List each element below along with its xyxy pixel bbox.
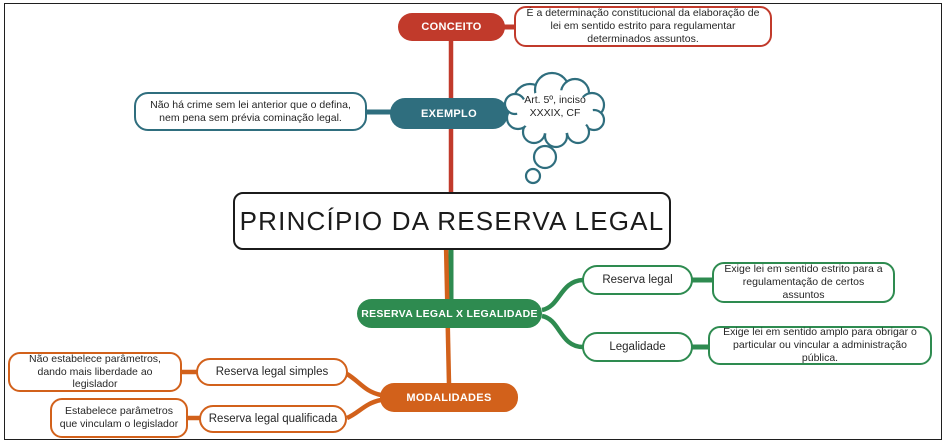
reserva-legal-simples-pill: Reserva legal simples — [196, 358, 348, 386]
reserva-legal-qualificada-text: Reserva legal qualificada — [208, 412, 338, 425]
reserva-legal-description-text: Exige lei em sentido estrito para a regu… — [724, 263, 883, 301]
conceito-description-text: É a determinação constitucional da elabo… — [526, 7, 760, 45]
legalidade-branch-curve — [541, 313, 584, 350]
reserva-legal-qualificada-description-text: Estabelece parâmetros que vinculam o leg… — [59, 405, 179, 430]
reserva-legal-term-pill: Reserva legal — [582, 265, 693, 295]
page-frame — [4, 3, 942, 440]
legalidade-description-text: Exige lei em sentido amplo para obrigar … — [723, 326, 917, 364]
thought-cloud-text: Art. 5º, inciso XXXIX, CF — [524, 94, 586, 120]
exemplo-note-text: Não há crime sem lei anterior que o defi… — [150, 98, 351, 124]
legalidade-term-text: Legalidade — [609, 340, 666, 353]
branch-node-conceito-label: CONCEITO — [421, 21, 482, 33]
branch-node-modalidades: MODALIDADES — [380, 383, 518, 412]
reserva-legal-term-text: Reserva legal — [602, 273, 673, 286]
thought-bubble-medium — [532, 144, 558, 170]
reserva-legal-qualificada-pill: Reserva legal qualificada — [199, 405, 347, 433]
reserva-legal-branch-curve — [541, 277, 584, 313]
branch-node-exemplo: EXEMPLO — [390, 98, 508, 129]
exemplo-note-box: Não há crime sem lei anterior que o defi… — [134, 92, 367, 131]
reserva-legal-simples-description-box: Não estabelece parâmetros, dando mais li… — [8, 352, 182, 392]
branch-node-conceito: CONCEITO — [398, 13, 505, 41]
reserva-legal-qualificada-description-box: Estabelece parâmetros que vinculam o leg… — [50, 398, 188, 438]
branch-node-reserva-x-legalidade-label: RESERVA LEGAL X LEGALIDADE — [361, 307, 538, 320]
qualificada-branch-curve — [346, 397, 382, 421]
conceito-description-box: É a determinação constitucional da elabo… — [514, 6, 772, 47]
central-topic-label: PRINCÍPIO DA RESERVA LEGAL — [239, 205, 665, 236]
legalidade-description-box: Exige lei em sentido amplo para obrigar … — [708, 326, 932, 365]
thought-bubble-small — [524, 167, 542, 185]
central-topic: PRINCÍPIO DA RESERVA LEGAL — [233, 192, 671, 250]
branch-node-reserva-x-legalidade: RESERVA LEGAL X LEGALIDADE — [357, 299, 542, 328]
reserva-legal-simples-text: Reserva legal simples — [215, 365, 329, 378]
simples-branch-curve — [345, 372, 382, 398]
branch-node-modalidades-label: MODALIDADES — [406, 391, 492, 404]
reserva-legal-simples-description-text: Não estabelece parâmetros, dando mais li… — [29, 352, 161, 391]
reserva-legal-description-box: Exige lei em sentido estrito para a regu… — [712, 262, 895, 303]
branch-node-exemplo-label: EXEMPLO — [421, 107, 477, 120]
thought-cloud-icon — [503, 71, 606, 185]
legalidade-term-pill: Legalidade — [582, 332, 693, 362]
